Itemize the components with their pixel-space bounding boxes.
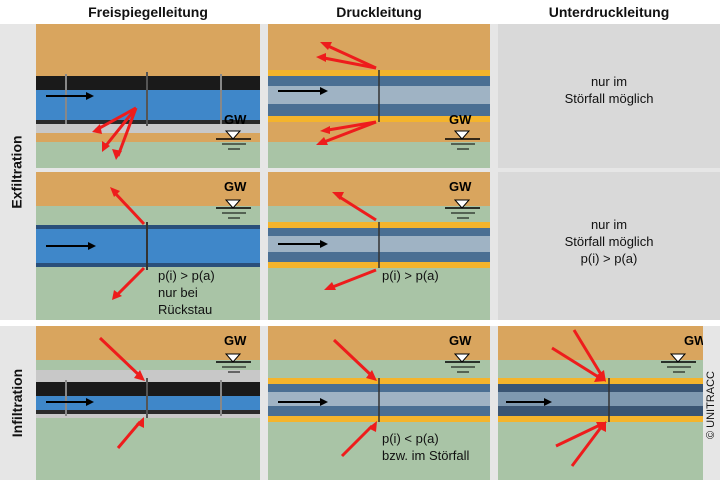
gw-label: GW [449, 333, 472, 348]
gw-label: GW [684, 333, 703, 348]
panel-unterdruck-infiltration: GW [498, 326, 703, 480]
note-line: p(i) > p(a) [580, 251, 638, 266]
scene-druck-2 [268, 172, 490, 320]
panel-freispiegel-exfiltration-high-gw: GW p(i) > p(a) nur bei Rückstau [36, 172, 260, 320]
scene-freispiegel-3 [36, 326, 260, 480]
note-line: p(i) > p(a) [382, 268, 439, 283]
note-line: nur im [590, 217, 628, 232]
note-line: Rückstau [158, 302, 213, 317]
gw-label: GW [449, 179, 472, 194]
scene-druck-1 [268, 24, 490, 168]
copyright-text: © UNITRACC [705, 370, 717, 439]
panel-unterdruck-exfiltration-low-gw: nur im Störfall möglich [498, 24, 720, 168]
scene-freispiegel-1 [36, 24, 260, 168]
note-line: Störfall möglich [564, 91, 654, 106]
note-line: p(i) < p(a) [382, 431, 439, 446]
gw-label: GW [449, 112, 472, 127]
column-heading-druckleitung: Druckleitung [336, 4, 422, 20]
panel-freispiegel-exfiltration-low-gw: GW [36, 24, 260, 168]
gw-label: GW [224, 179, 247, 194]
note-line: nur bei [158, 285, 198, 300]
column-heading-unterdruckleitung: Unterdruckleitung [548, 4, 670, 20]
row-label-exfiltration-box: Exfiltration [0, 24, 34, 320]
note-line: nur im [590, 74, 628, 89]
note-line: p(i) > p(a) [158, 268, 215, 283]
column-heading-freispiegelleitung: Freispiegelleitung [88, 4, 208, 20]
scene-druck-3 [268, 326, 490, 480]
scene-unterdruck-3 [498, 326, 703, 480]
panel-druck-exfiltration-low-gw: GW [268, 24, 490, 168]
scene-freispiegel-2 [36, 172, 260, 320]
gw-label: GW [224, 333, 247, 348]
panel-freispiegel-infiltration: GW [36, 326, 260, 480]
panel-unterdruck-exfiltration-high-gw: nur im Störfall möglich p(i) > p(a) [498, 172, 720, 320]
gw-label: GW [224, 112, 247, 127]
row-label-exfiltration: Exfiltration [9, 135, 25, 209]
row-label-infiltration-box: Infiltration [0, 326, 34, 480]
panel-druck-exfiltration-high-gw: GW p(i) > p(a) [268, 172, 490, 320]
copyright-box: © UNITRACC [703, 332, 719, 477]
row-label-infiltration: Infiltration [9, 368, 25, 438]
note-line: Störfall möglich [564, 234, 654, 249]
panel-druck-infiltration: GW p(i) < p(a) bzw. im Störfall [268, 326, 490, 480]
note-line: bzw. im Störfall [382, 448, 470, 463]
